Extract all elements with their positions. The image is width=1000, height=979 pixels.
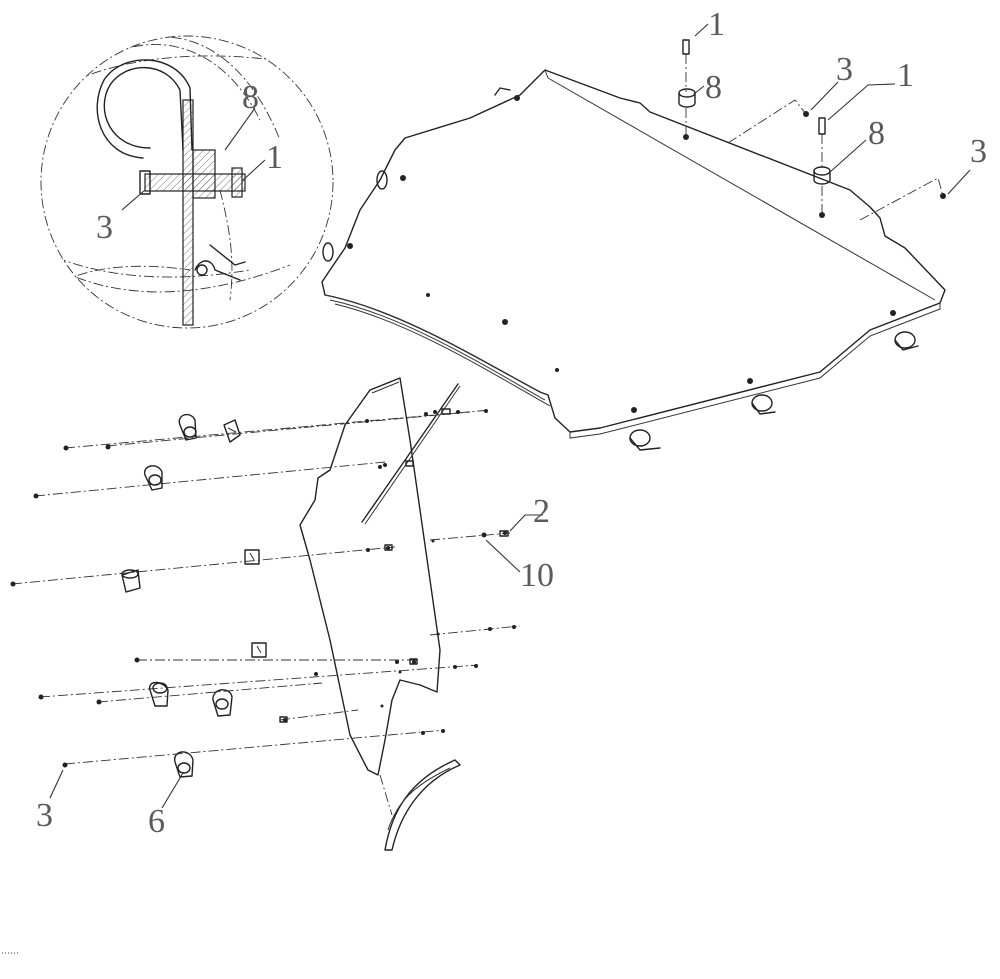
clip xyxy=(149,681,169,707)
windshield-panel xyxy=(299,377,461,851)
callout-8: 8 xyxy=(705,69,722,106)
callout-10: 10 xyxy=(520,557,554,594)
spacer-8 xyxy=(813,166,831,185)
hinge-cylinder xyxy=(629,429,661,451)
callout-8: 8 xyxy=(868,115,885,152)
callout-1: 1 xyxy=(708,6,725,43)
detail-view xyxy=(40,35,334,329)
clip xyxy=(223,419,241,443)
bolt-1 xyxy=(682,39,690,55)
bolt-1 xyxy=(818,117,826,135)
callout-labels: 1 8 3 1 8 3 8 1 3 2 10 3 6 xyxy=(36,6,987,840)
clip xyxy=(121,569,141,593)
spacer-8 xyxy=(678,88,696,108)
callout-3: 3 xyxy=(836,51,853,88)
callout-leaders xyxy=(49,23,971,809)
clip xyxy=(178,413,197,441)
clip xyxy=(244,549,260,565)
callout-3: 3 xyxy=(96,209,113,246)
callout-1: 1 xyxy=(266,139,283,176)
callout-3: 3 xyxy=(970,133,987,170)
clip xyxy=(212,689,233,717)
clip-6 xyxy=(174,751,194,778)
detail-circle-outline xyxy=(40,35,334,329)
panel-holes xyxy=(347,95,896,413)
clip xyxy=(144,465,163,491)
top-panel xyxy=(321,69,946,451)
callout-6: 6 xyxy=(148,803,165,840)
clip-brackets xyxy=(121,408,509,778)
callout-2: 2 xyxy=(533,493,550,530)
nut-3 xyxy=(940,193,946,199)
assembly-lines xyxy=(11,409,521,765)
hinge-cylinder xyxy=(751,394,776,415)
fastener-dots xyxy=(10,409,516,768)
hinge-cylinder xyxy=(894,331,919,351)
clip xyxy=(251,642,267,658)
callout-1: 1 xyxy=(897,57,914,94)
callout-3: 3 xyxy=(36,797,53,834)
callout-8: 8 xyxy=(242,79,259,116)
